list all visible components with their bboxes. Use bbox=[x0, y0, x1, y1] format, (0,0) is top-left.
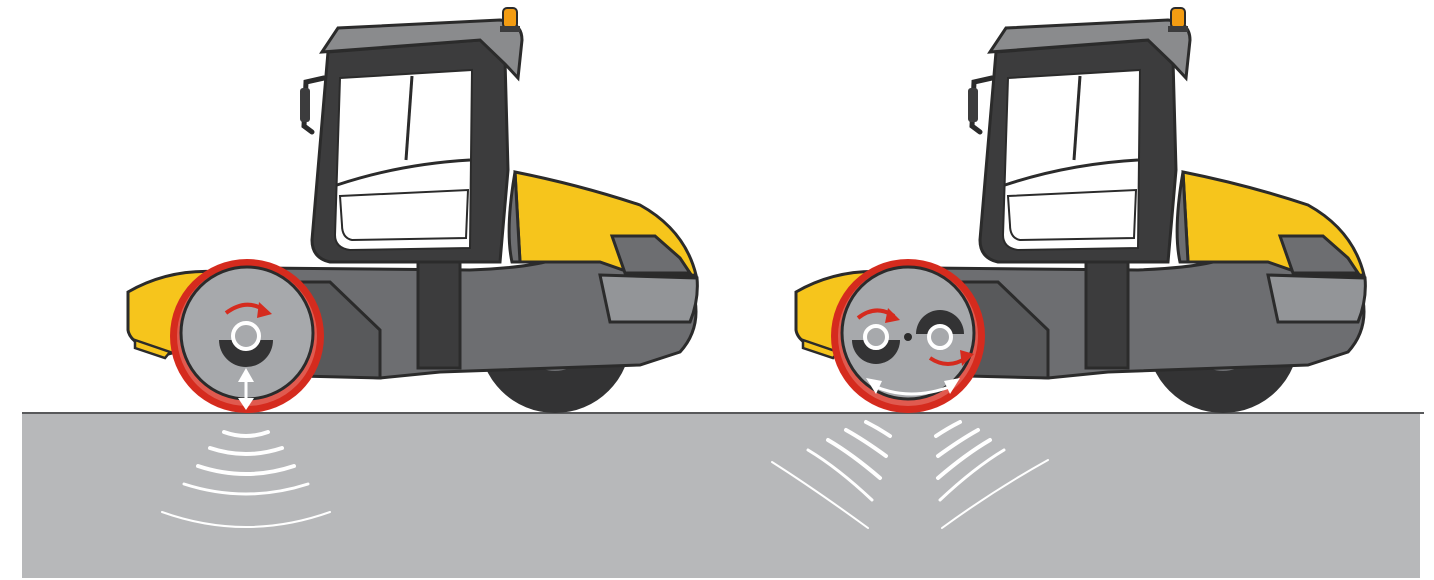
ground bbox=[22, 414, 1420, 578]
